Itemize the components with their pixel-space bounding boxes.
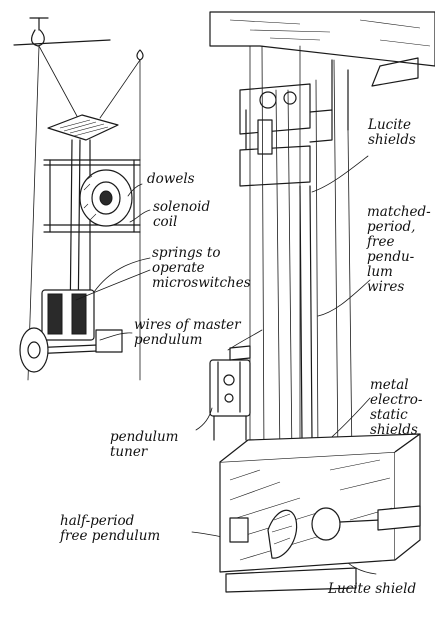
label-lucite-shield: Lucite shield (328, 581, 417, 597)
left-top-plate (47, 114, 119, 141)
label-lucite-shields: Lucite shields (368, 117, 416, 148)
microswitch-block (19, 289, 123, 373)
label-dowels: dowels (147, 171, 195, 187)
label-matched-period: matched- period, free pendu- lum wires (367, 204, 431, 295)
left-suspension-wires (27, 45, 141, 381)
left-leaders (75, 183, 151, 341)
label-metal-shields: metal electro- static shields (370, 377, 423, 438)
label-wires-master: wires of master pendulum (134, 317, 241, 348)
right-top-bracket (239, 83, 311, 187)
label-pendulum-tuner: pendulum tuner (110, 429, 179, 460)
ceiling-beam (209, 11, 435, 87)
right-long-wires (249, 45, 353, 461)
solenoid-coil-drawing (79, 169, 133, 227)
right-arm (309, 59, 349, 143)
label-half-period: half-period free pendulum (60, 513, 161, 544)
label-springs: springs to operate microswitches (152, 245, 251, 291)
left-ceiling-hook (13, 17, 144, 61)
pendulum-tuner-drawing (209, 345, 251, 441)
base-enclosure (219, 433, 421, 593)
label-solenoid-coil: solenoid coil (153, 199, 211, 230)
